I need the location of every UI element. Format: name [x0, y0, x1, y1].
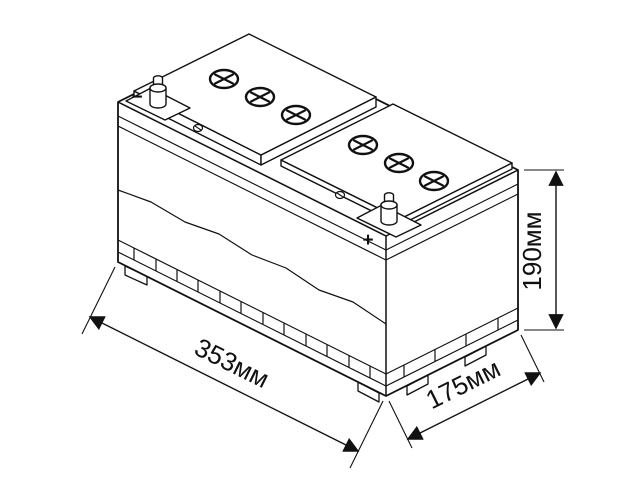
vent-cap-icon	[383, 152, 415, 174]
dimension-label-length: 353мм	[190, 332, 274, 394]
lid-seam-line	[117, 115, 387, 251]
extension-line	[520, 334, 545, 383]
top-front-edge	[117, 101, 387, 237]
extension-line	[349, 400, 384, 469]
battery-body: − +	[117, 33, 519, 403]
dimension-label-height: 190мм	[517, 211, 547, 290]
dimension-line	[406, 372, 542, 440]
positive-sign: +	[362, 230, 373, 251]
side-face-details	[385, 183, 519, 387]
vent-cap-icon	[280, 104, 312, 126]
vent-cap-icon	[208, 68, 240, 90]
base-rail-ticks	[403, 318, 499, 377]
lid-seam-line	[385, 193, 519, 261]
vent-cap-icon	[418, 170, 450, 192]
label-wave-line	[117, 189, 387, 325]
extension-line	[388, 400, 413, 449]
base-rail-line	[385, 307, 519, 375]
lid-seam-line	[117, 125, 387, 261]
lid-seam-line	[385, 183, 519, 251]
dimension-line	[88, 316, 360, 452]
vent-cap-icon	[244, 86, 276, 108]
vent-cap-icon	[347, 134, 379, 156]
extension-line	[81, 266, 116, 335]
negative-sign: −	[131, 87, 142, 108]
dimension-height: 190мм	[517, 169, 564, 331]
